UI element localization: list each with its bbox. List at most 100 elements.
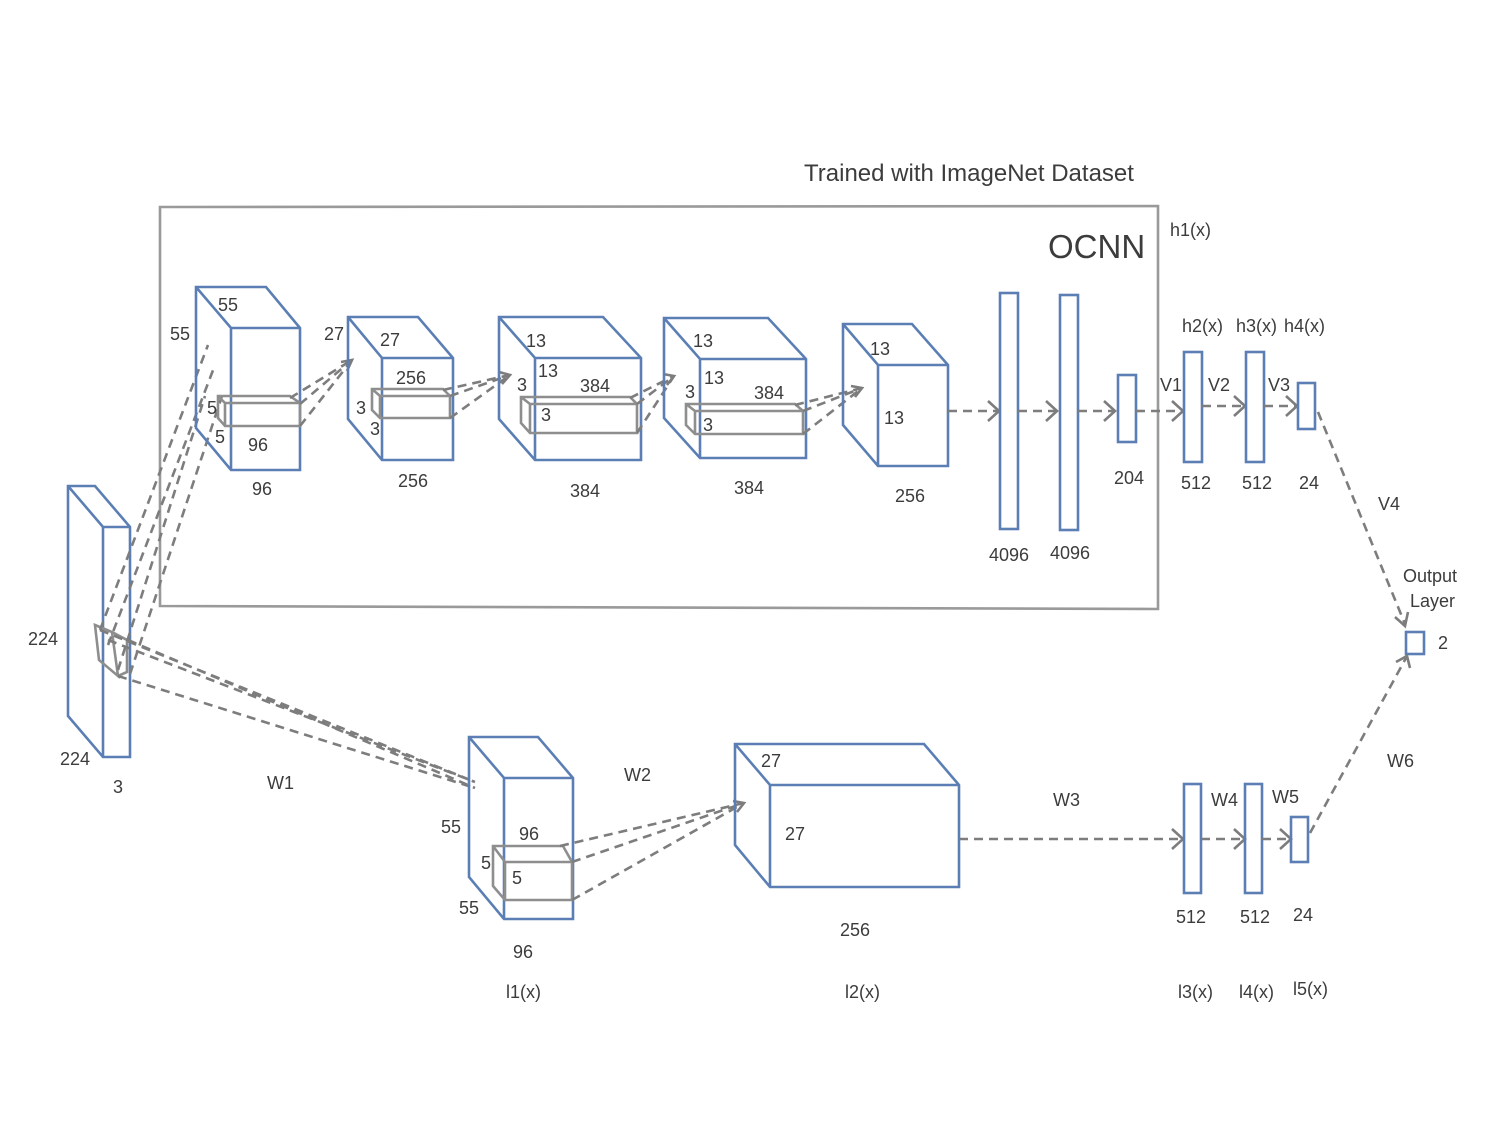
conv3-arrowhead (498, 370, 513, 385)
l1-kernel-b-label: 5 (512, 868, 522, 888)
conv1-depth-label: 96 (252, 479, 272, 499)
h4-to-output-connector (1316, 411, 1407, 625)
fc6-layer (998, 291, 1020, 531)
h4-layer (1296, 381, 1317, 431)
conv3-top-label: 13 (526, 331, 546, 351)
conv3-depth-label: 384 (570, 481, 600, 501)
v2-label: V2 (1208, 375, 1230, 395)
w5-label: W5 (1272, 787, 1299, 807)
h3-size-label: 512 (1242, 473, 1272, 493)
conv4-kernel-b-label: 3 (703, 415, 713, 435)
conv5-arrowhead (850, 384, 865, 398)
l4-layer (1243, 782, 1264, 895)
l2-top-label: 27 (761, 751, 781, 771)
conv2-kernel-b-label: 3 (370, 419, 380, 439)
h2-size-label: 512 (1181, 473, 1211, 493)
h2-label: h2(x) (1182, 316, 1223, 336)
l5-layer (1289, 815, 1310, 864)
w6-label: W6 (1387, 751, 1414, 771)
conv3-kernel-b-label: 3 (541, 405, 551, 425)
conv4-depth-label: 384 (734, 478, 764, 498)
conv2-top-label: 27 (380, 330, 400, 350)
conv4-kernel-a-label: 3 (685, 382, 695, 402)
h3-label: h3(x) (1236, 316, 1277, 336)
fc8-arrowhead (1103, 400, 1117, 422)
conv2-kernel-depth-label: 256 (396, 368, 426, 388)
l3-layer (1182, 782, 1203, 895)
fc7-layer (1058, 293, 1080, 532)
conv2-volume (346, 315, 455, 462)
conv4-top-label: 13 (693, 331, 713, 351)
conv1-side-label: 55 (170, 324, 190, 344)
l4-name-label: l4(x) (1239, 982, 1274, 1002)
conv4-to-conv5-connector (794, 386, 863, 436)
output-label-line2: Layer (1410, 591, 1455, 611)
input-height-label: 224 (28, 629, 58, 649)
conv3-inner-label: 13 (538, 361, 558, 381)
conv4-inner-label: 13 (704, 368, 724, 388)
output-arrowhead-bottom (1395, 654, 1412, 669)
fc8-layer (1116, 373, 1138, 444)
l1-kernel-a-label: 5 (481, 853, 491, 873)
fc8-label: 204 (1114, 468, 1144, 488)
l1-bottom-label: 55 (459, 898, 479, 918)
fc7-arrowhead (1045, 400, 1059, 422)
h4-size-label: 24 (1299, 473, 1319, 493)
l3-size-label: 512 (1176, 907, 1206, 927)
conv5-depth-label: 256 (895, 486, 925, 506)
l1-side-label: 55 (441, 817, 461, 837)
input-to-conv1-connector (98, 344, 224, 675)
conv3-to-conv4-connector (629, 374, 676, 434)
l2-volume (733, 742, 961, 889)
l1-to-l2-connector (559, 801, 745, 902)
input-to-l1-connector (99, 628, 476, 790)
fc7-label: 4096 (1050, 543, 1090, 563)
l1-top-label: 96 (519, 824, 539, 844)
l2-inner-label: 27 (785, 824, 805, 844)
conv1-kernel-depth-label: 96 (248, 435, 268, 455)
l5-name-label: l5(x) (1293, 979, 1328, 999)
h3-layer (1244, 350, 1266, 464)
conv3-kernel-a-label: 3 (517, 375, 527, 395)
w1-label: W1 (267, 773, 294, 793)
conv2-side-label: 27 (324, 324, 344, 344)
conv5-inner-label: 13 (884, 408, 904, 428)
l1-depth-label: 96 (513, 942, 533, 962)
h4-label: h4(x) (1284, 316, 1325, 336)
l2-arrowhead (732, 799, 747, 813)
w2-label: W2 (624, 765, 651, 785)
conv5-volume (841, 322, 950, 468)
w4-label: W4 (1211, 790, 1238, 810)
conv5-top-label: 13 (870, 339, 890, 359)
output-layer (1404, 630, 1426, 656)
conv1-kernel-b-label: 5 (215, 427, 225, 447)
conv2-kernel-a-label: 3 (356, 398, 366, 418)
conv1-to-conv2-connector (289, 358, 354, 427)
w3-label: W3 (1053, 790, 1080, 810)
v4-label: V4 (1378, 494, 1400, 514)
conv1-kernel-a-label: 5 (207, 398, 217, 418)
conv2-depth-label: 256 (398, 471, 428, 491)
l2-depth-label: 256 (840, 920, 870, 940)
output-arrowhead-top (1394, 611, 1410, 629)
l5-size-label: 24 (1293, 905, 1313, 925)
l1-name-label: l1(x) (506, 982, 541, 1002)
fc6-label: 4096 (989, 545, 1029, 565)
l2-name-label: l2(x) (845, 982, 880, 1002)
output-size-label: 2 (1438, 633, 1448, 653)
input-width-label: 224 (60, 749, 90, 769)
input-depth-label: 3 (113, 777, 123, 797)
h1-label: h1(x) (1170, 220, 1211, 240)
v1-label: V1 (1160, 375, 1182, 395)
conv4-kernel-depth-label: 384 (754, 383, 784, 403)
l4-size-label: 512 (1240, 907, 1270, 927)
l3-name-label: l3(x) (1178, 982, 1213, 1002)
l5-to-output-connector (1308, 657, 1408, 834)
ocnn-label: OCNN (1048, 228, 1145, 265)
conv3-volume (497, 315, 643, 462)
output-label-line1: Output (1403, 566, 1457, 586)
v3-label: V3 (1268, 375, 1290, 395)
input-volume (66, 484, 132, 759)
conv4-arrowhead (662, 372, 677, 386)
